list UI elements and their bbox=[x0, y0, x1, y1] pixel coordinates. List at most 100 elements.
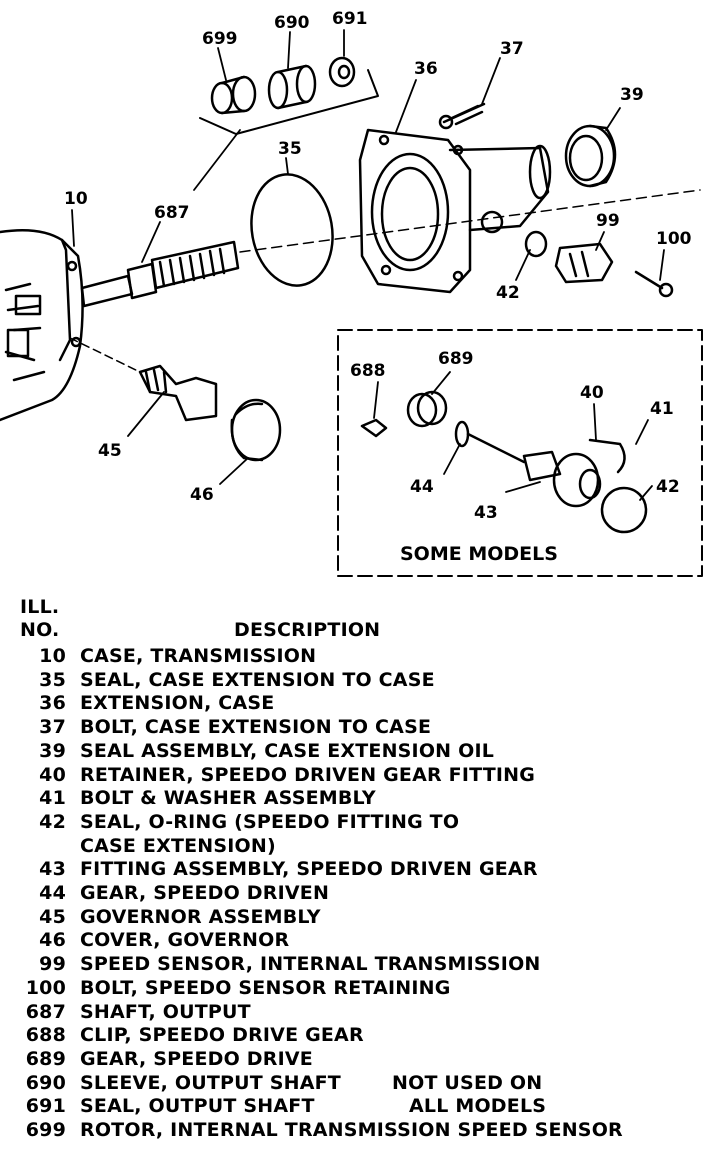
legend-number: 10 bbox=[39, 645, 66, 667]
case-bolt-part bbox=[438, 102, 486, 130]
legend-row: 42 SEAL, O-RING (SPEEDO FITTING TO bbox=[20, 811, 710, 835]
callout-690: 690 bbox=[274, 13, 310, 33]
legend-number: 699 bbox=[25, 1119, 66, 1142]
legend-number: 689 bbox=[25, 1047, 66, 1070]
callout-10: 10 bbox=[64, 189, 88, 209]
legend-description: SPEED SENSOR, INTERNAL TRANSMISSION bbox=[80, 953, 541, 976]
drive-gear-clip-part bbox=[360, 418, 388, 438]
legend-number: 46 bbox=[39, 929, 66, 952]
callout-36: 36 bbox=[414, 59, 438, 79]
callout-35: 35 bbox=[278, 139, 302, 159]
legend-number: 99 bbox=[39, 953, 66, 976]
governor-cover-part bbox=[230, 398, 282, 462]
callout-699: 699 bbox=[202, 29, 238, 49]
legend-description: SHAFT, OUTPUT bbox=[80, 1000, 251, 1023]
governor-part bbox=[69, 337, 218, 422]
legend-row: 41 BOLT & WASHER ASSEMBLY bbox=[20, 787, 710, 811]
callout-42-inset: 42 bbox=[656, 477, 680, 497]
legend-row: 40 RETAINER, SPEEDO DRIVEN GEAR FITTING bbox=[20, 764, 710, 788]
legend-description: CASE, TRANSMISSION bbox=[80, 645, 317, 667]
legend-description: CASE EXTENSION) bbox=[80, 834, 276, 857]
legend-row: 100 BOLT, SPEEDO SENSOR RETAINING bbox=[20, 977, 710, 1001]
sensor-bolt-part bbox=[634, 270, 674, 298]
callout-40: 40 bbox=[580, 383, 604, 403]
legend-row: 37 BOLT, CASE EXTENSION TO CASE bbox=[20, 716, 710, 740]
callout-691: 691 bbox=[332, 9, 368, 29]
legend-note-line1: NOT USED ON bbox=[392, 1071, 543, 1094]
legend-row: 45 GOVERNOR ASSEMBLY bbox=[20, 906, 710, 930]
legend-row-continuation: CASE EXTENSION) bbox=[20, 835, 710, 859]
o-ring-seal-part bbox=[250, 173, 334, 287]
legend-description: SEAL, CASE EXTENSION TO CASE bbox=[80, 668, 435, 691]
callout-37: 37 bbox=[500, 39, 524, 59]
callout-46: 46 bbox=[190, 485, 214, 505]
legend-row: 689 GEAR, SPEEDO DRIVE bbox=[20, 1048, 710, 1072]
legend-header-row: NO. DESCRIPTION bbox=[20, 619, 710, 645]
legend-description: RETAINER, SPEEDO DRIVEN GEAR FITTING bbox=[80, 763, 536, 786]
retainer-part bbox=[588, 438, 626, 474]
legend-description: GEAR, SPEEDO DRIVEN bbox=[80, 882, 330, 905]
legend-number: 100 bbox=[25, 976, 66, 999]
legend-row: 43 FITTING ASSEMBLY, SPEEDO DRIVEN GEAR bbox=[20, 858, 710, 882]
callout-688: 688 bbox=[350, 361, 386, 381]
callout-99: 99 bbox=[596, 211, 620, 231]
callout-41: 41 bbox=[650, 399, 674, 419]
callout-44: 44 bbox=[410, 477, 434, 497]
small-o-ring-part bbox=[524, 230, 548, 258]
legend-number: 39 bbox=[39, 739, 66, 762]
legend-description: BOLT & WASHER ASSEMBLY bbox=[80, 787, 376, 810]
legend-description: BOLT, CASE EXTENSION TO CASE bbox=[80, 716, 432, 739]
legend-description: GOVERNOR ASSEMBLY bbox=[80, 905, 321, 928]
legend-row: 690 SLEEVE, OUTPUT SHAFT NOT USED ON bbox=[20, 1072, 710, 1096]
seal-part bbox=[328, 56, 356, 88]
legend-number: 45 bbox=[39, 905, 66, 928]
case-extension-part bbox=[358, 128, 552, 294]
legend-description: ROTOR, INTERNAL TRANSMISSION SPEED SENSO… bbox=[80, 1119, 623, 1142]
legend-number: 37 bbox=[39, 716, 66, 739]
legend-number: 688 bbox=[25, 1024, 66, 1047]
legend-description: SEAL, O-RING (SPEEDO FITTING TO bbox=[80, 810, 460, 833]
legend-header-ill: ILL. bbox=[20, 596, 60, 618]
legend-description: GEAR, SPEEDO DRIVE bbox=[80, 1047, 313, 1070]
speedo-fitting-part bbox=[522, 450, 602, 508]
oil-seal-part bbox=[564, 124, 617, 188]
legend-description: CLIP, SPEEDO DRIVE GEAR bbox=[80, 1024, 364, 1047]
legend-number: 40 bbox=[39, 763, 66, 786]
callout-39: 39 bbox=[620, 85, 644, 105]
legend-number bbox=[20, 835, 66, 859]
speedo-drive-gear-part bbox=[406, 390, 448, 428]
callout-43: 43 bbox=[474, 503, 498, 523]
legend-number: 43 bbox=[39, 858, 66, 881]
speedo-driven-gear-part bbox=[454, 420, 526, 464]
legend-description: SEAL ASSEMBLY, CASE EXTENSION OIL bbox=[80, 739, 495, 762]
callout-42: 42 bbox=[496, 283, 520, 303]
legend-number: 36 bbox=[39, 692, 66, 715]
legend-description: BOLT, SPEEDO SENSOR RETAINING bbox=[80, 976, 451, 999]
legend-description: SLEEVE, OUTPUT SHAFT bbox=[80, 1071, 341, 1094]
rotor-part bbox=[210, 75, 257, 115]
legend-number: 42 bbox=[39, 810, 66, 833]
legend-number: 41 bbox=[39, 787, 66, 810]
legend-row: 99 SPEED SENSOR, INTERNAL TRANSMISSION bbox=[20, 953, 710, 977]
legend-description: FITTING ASSEMBLY, SPEEDO DRIVEN GEAR bbox=[80, 858, 538, 881]
sleeve-part bbox=[267, 64, 317, 110]
legend-number: 691 bbox=[25, 1095, 66, 1118]
exploded-parts-diagram: 699 690 691 37 36 39 35 10 687 99 100 42… bbox=[0, 9, 703, 577]
callout-45: 45 bbox=[98, 441, 122, 461]
legend-row: 699 ROTOR, INTERNAL TRANSMISSION SPEED SE… bbox=[20, 1119, 710, 1143]
inset-label: SOME MODELS bbox=[400, 543, 558, 565]
legend-header-no: NO. bbox=[20, 619, 60, 641]
parts-legend: ILL. NO. DESCRIPTION 10 CASE, TRANSMISSIO… bbox=[20, 596, 710, 1143]
callout-687: 687 bbox=[154, 203, 190, 223]
legend-number: 687 bbox=[25, 1000, 66, 1023]
legend-description: EXTENSION, CASE bbox=[80, 692, 275, 715]
legend-number: 690 bbox=[25, 1071, 66, 1094]
legend-row: 687 SHAFT, OUTPUT bbox=[20, 1001, 710, 1025]
legend-row: 39 SEAL ASSEMBLY, CASE EXTENSION OIL bbox=[20, 740, 710, 764]
transmission-case-part bbox=[0, 228, 84, 422]
callout-689: 689 bbox=[438, 349, 474, 369]
legend-row: 688 CLIP, SPEEDO DRIVE GEAR bbox=[20, 1024, 710, 1048]
